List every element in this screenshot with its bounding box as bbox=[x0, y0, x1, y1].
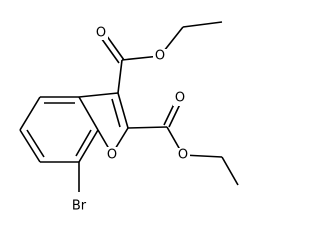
ring-oxygen-label: O bbox=[107, 148, 117, 163]
bond-c3-c2-inner bbox=[111, 98, 121, 128]
ester1-ether-oxygen-label: O bbox=[155, 49, 165, 64]
ester2-ether-oxygen-label: O bbox=[178, 148, 188, 163]
bond-c7a-c3a bbox=[78, 96, 99, 131]
ester2-carbonyl-oxygen-label: O bbox=[175, 91, 185, 106]
bond-c3-ester1-carbon bbox=[117, 59, 123, 94]
bond-c3a-c3 bbox=[78, 92, 119, 98]
bond-c5-c6-inner bbox=[26, 129, 45, 158]
ester2-ether-oxygen-atom: O bbox=[176, 148, 190, 163]
ester2-carbonyl-oxygen-atom: O bbox=[173, 91, 187, 106]
bond-c5-c6 bbox=[19, 129, 41, 163]
bond-c7-c7a bbox=[78, 129, 99, 163]
diethyl-7-bromobenzofuran-2-3-dicarboxylate-structure: O O O O O Br bbox=[19, 21, 239, 214]
bromine-label: Br bbox=[72, 199, 87, 214]
bond-ester2-ch2-ch3 bbox=[221, 156, 239, 186]
ester1-ether-oxygen-atom: O bbox=[153, 49, 167, 64]
atom-labels: O O O O O Br bbox=[68, 25, 190, 214]
bond-lines bbox=[19, 21, 239, 192]
ring-oxygen-atom: O bbox=[105, 147, 119, 163]
bond-c3-c2 bbox=[117, 92, 129, 129]
ester1-carbonyl-oxygen-atom: O bbox=[94, 25, 108, 41]
bromine-atom: Br bbox=[68, 199, 90, 214]
ester1-carbonyl-oxygen-label: O bbox=[96, 26, 106, 41]
bond-c2-ester2-carbon bbox=[127, 126, 168, 129]
bond-c7-c7a-inner bbox=[75, 129, 92, 157]
bond-c4-c5 bbox=[19, 96, 41, 131]
bond-ester1-ch2-ch3 bbox=[182, 21, 223, 28]
